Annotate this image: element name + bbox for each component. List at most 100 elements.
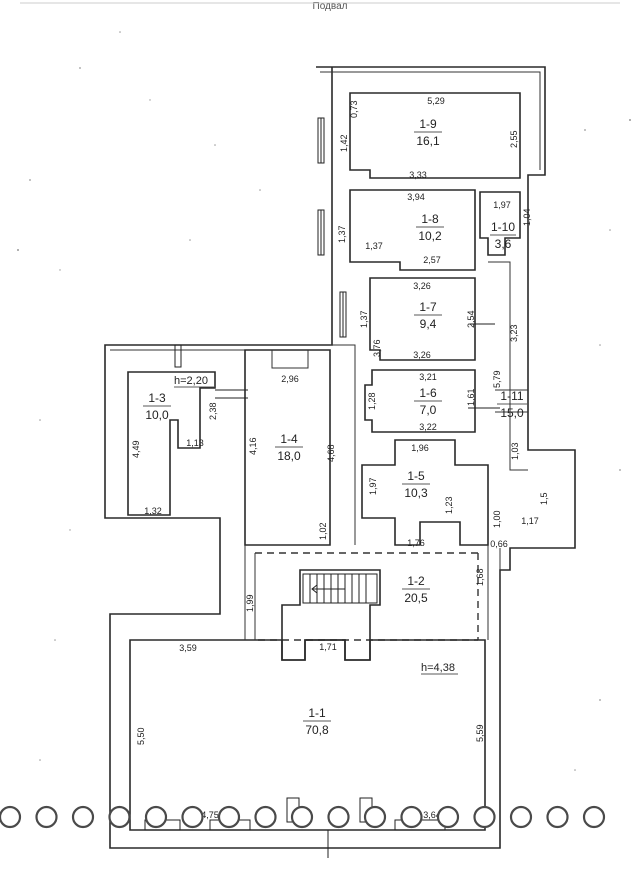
binding-ring	[290, 805, 314, 829]
svg-text:1,37: 1,37	[365, 241, 383, 251]
height-label-basement: h=2,20	[174, 375, 208, 387]
svg-text:2,96: 2,96	[281, 374, 299, 384]
binding-ring	[0, 805, 22, 829]
height-label-hall: h=4,38	[421, 662, 455, 674]
svg-text:1-8: 1-8	[421, 212, 439, 226]
svg-text:1-4: 1-4	[280, 432, 298, 446]
svg-text:1,68: 1,68	[475, 568, 485, 586]
svg-text:1-6: 1-6	[419, 386, 437, 400]
room-1-10: 1-10 3,6	[490, 220, 516, 251]
svg-text:5,50: 5,50	[136, 727, 146, 745]
svg-text:4,75: 4,75	[201, 810, 219, 820]
svg-text:1,03: 1,03	[510, 442, 520, 460]
svg-text:1,17: 1,17	[521, 516, 539, 526]
svg-text:1-11: 1-11	[500, 389, 523, 403]
svg-text:1,23: 1,23	[444, 496, 454, 514]
svg-text:1,02: 1,02	[318, 522, 328, 540]
room-1-5: 1-5 10,3	[402, 469, 430, 500]
svg-text:1,13: 1,13	[186, 438, 204, 448]
plan-header: Подвал	[313, 1, 348, 12]
svg-text:2,38: 2,38	[208, 402, 218, 420]
room-1-11: 1-11 15,0	[497, 389, 527, 420]
binding-ring	[436, 805, 460, 829]
svg-text:1,04: 1,04	[522, 208, 532, 226]
binding-ring	[144, 805, 168, 829]
svg-text:1-10: 1-10	[491, 220, 515, 234]
binding-ring	[473, 805, 496, 829]
svg-text:4,16: 4,16	[248, 437, 258, 455]
room-1-2: 1-2 20,5	[402, 574, 430, 605]
binding-rings	[0, 805, 606, 829]
svg-text:1-7: 1-7	[419, 300, 437, 314]
room-1-8: 1-8 10,2	[416, 212, 444, 243]
room-1-1: 1-1 70,8	[303, 706, 331, 737]
binding-ring	[582, 805, 606, 829]
room-1-6: 1-6 7,0	[414, 386, 442, 417]
svg-text:1,00: 1,00	[492, 510, 502, 528]
svg-text:1,37: 1,37	[359, 310, 369, 328]
svg-text:3,59: 3,59	[179, 643, 197, 653]
svg-text:1,37: 1,37	[337, 225, 347, 243]
room-1-3: 1-3 10,0	[143, 391, 171, 422]
staircase	[302, 573, 378, 604]
binding-ring	[509, 805, 533, 829]
svg-text:5,79: 5,79	[492, 370, 502, 388]
svg-text:3,22: 3,22	[419, 422, 437, 432]
svg-text:1,42: 1,42	[339, 134, 349, 152]
svg-text:9,4: 9,4	[420, 317, 437, 331]
svg-text:10,3: 10,3	[404, 486, 428, 500]
svg-text:2,55: 2,55	[509, 130, 519, 148]
svg-text:3,64: 3,64	[423, 810, 441, 820]
svg-text:3,26: 3,26	[413, 350, 431, 360]
svg-text:3,21: 3,21	[419, 372, 437, 382]
room-1-7: 1-7 9,4	[414, 300, 442, 331]
scan-noise	[17, 31, 631, 771]
svg-text:1,97: 1,97	[493, 200, 511, 210]
svg-text:1-5: 1-5	[407, 469, 425, 483]
window-marks	[144, 117, 500, 858]
room-1-4: 1-4 18,0	[275, 432, 303, 463]
room-labels: 1-9 16,1 1-8 10,2 1-10 3,6 1-7 9,4 1-6 7…	[143, 117, 527, 737]
room-1-9: 1-9 16,1	[414, 117, 442, 148]
binding-ring	[254, 805, 277, 829]
svg-text:1,71: 1,71	[319, 642, 337, 652]
svg-text:1,76: 1,76	[407, 538, 425, 548]
svg-text:3,26: 3,26	[413, 281, 431, 291]
walls	[104, 66, 576, 849]
svg-text:0,66: 0,66	[490, 539, 508, 549]
svg-text:1,99: 1,99	[245, 594, 255, 612]
svg-text:1,97: 1,97	[368, 477, 378, 495]
svg-text:10,2: 10,2	[418, 229, 442, 243]
svg-text:1,32: 1,32	[144, 506, 162, 516]
binding-ring	[108, 805, 131, 829]
ceiling-heights: h=2,20 h=4,38	[174, 375, 458, 675]
svg-text:5,29: 5,29	[427, 96, 445, 106]
svg-text:10,0: 10,0	[145, 408, 169, 422]
svg-text:3,94: 3,94	[407, 192, 425, 202]
svg-text:1,61: 1,61	[466, 388, 476, 406]
svg-text:4,49: 4,49	[131, 440, 141, 458]
binding-ring	[363, 805, 387, 829]
binding-ring	[217, 805, 241, 829]
svg-text:2,54: 2,54	[466, 310, 476, 328]
svg-text:4,68: 4,68	[326, 444, 336, 462]
svg-text:3,23: 3,23	[509, 324, 519, 342]
svg-text:5,59: 5,59	[475, 724, 485, 742]
svg-text:3,6: 3,6	[495, 237, 512, 251]
dimension-labels: 0,73 5,29 1,42 2,55 3,33 3,94 1,97 1,04 …	[131, 96, 549, 820]
svg-text:15,0: 15,0	[500, 406, 524, 420]
svg-text:3,76: 3,76	[372, 339, 382, 357]
svg-text:2,57: 2,57	[423, 255, 441, 265]
svg-text:1-9: 1-9	[419, 117, 437, 131]
binding-ring	[400, 805, 423, 829]
binding-ring	[181, 805, 204, 829]
svg-text:1,28: 1,28	[367, 392, 377, 410]
binding-ring	[546, 805, 569, 829]
binding-ring	[71, 805, 95, 829]
svg-text:70,8: 70,8	[305, 723, 329, 737]
binding-ring	[35, 805, 58, 829]
svg-text:1,96: 1,96	[411, 443, 429, 453]
svg-text:1,5: 1,5	[539, 492, 549, 505]
svg-text:3,33: 3,33	[409, 170, 427, 180]
